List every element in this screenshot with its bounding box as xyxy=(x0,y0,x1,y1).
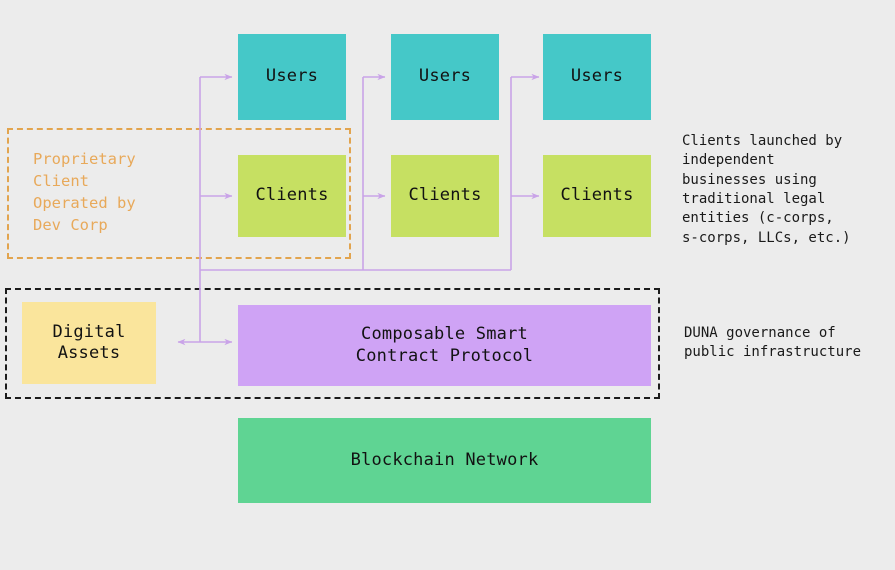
node-users-3[interactable]: Users xyxy=(543,34,651,120)
node-clients-1[interactable]: Clients xyxy=(238,155,346,237)
node-blockchain-network[interactable]: Blockchain Network xyxy=(238,418,651,503)
node-clients-2[interactable]: Clients xyxy=(391,155,499,237)
node-users-2[interactable]: Users xyxy=(391,34,499,120)
annotation-duna-note: DUNA governance of public infrastructure xyxy=(684,325,862,361)
group-label-proprietary-client: Proprietary Client Operated by Dev Corp xyxy=(33,150,136,234)
node-users-1[interactable]: Users xyxy=(238,34,346,120)
annotation-clients-note: Clients launched by independent business… xyxy=(682,133,851,246)
node-clients-3[interactable]: Clients xyxy=(543,155,651,237)
node-digital-assets[interactable]: Digital Assets xyxy=(22,302,156,384)
node-composable-smart-contract-protocol[interactable]: Composable Smart Contract Protocol xyxy=(238,305,651,386)
